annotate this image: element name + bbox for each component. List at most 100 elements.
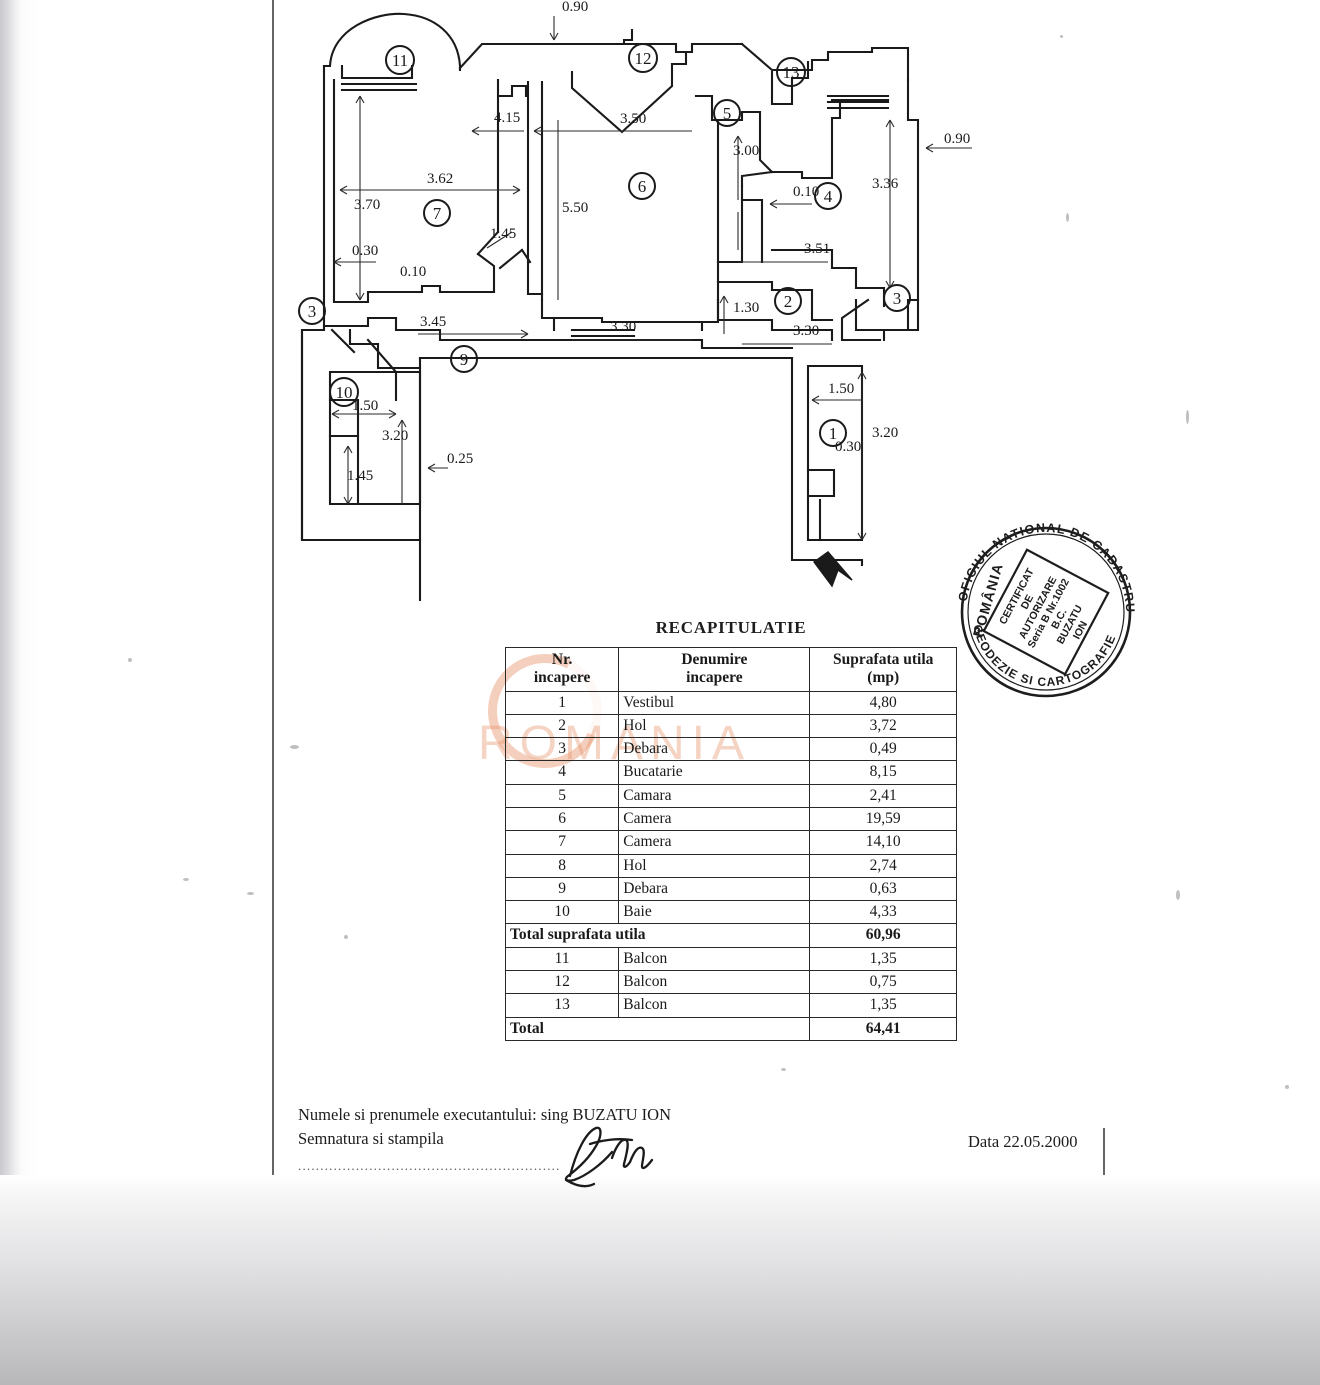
scan-speck [128,658,132,662]
room-marker-label: 5 [723,104,732,123]
dimension-label: 5.50 [562,200,588,216]
room-marker-3: 3 [298,297,326,325]
scan-speck [344,935,348,939]
dimension-label: 0.90 [562,0,588,15]
col-header-name-line1: Denumire [681,651,748,668]
cell-room-area: 4,80 [809,690,957,715]
cell-room-number: 10 [504,900,620,925]
scan-edge-shadow [0,0,22,1385]
dimension-label: 0.30 [835,439,861,455]
cell-room-number: 7 [504,830,620,855]
document-date: Data 22.05.2000 [968,1132,1078,1151]
dimension-label: 3.36 [872,176,899,192]
recapitulatie-title: RECAPITULATIE [655,618,807,637]
dimension-label: 3.62 [427,171,453,187]
header-row: Nr. incapere Denumire incapere Suprafata… [504,647,957,692]
cell-room-area: 2,41 [809,783,957,808]
dimension-label: 3.70 [354,197,380,213]
col-header-area: Suprafata utila (mp) [809,647,957,692]
handwritten-signature [560,1118,690,1190]
room-marker-3: 3 [883,284,911,312]
signature-dotted-line: ........................................… [298,1158,561,1173]
grand-total-value: 64,41 [809,1016,957,1041]
room-marker-label: 9 [460,350,469,369]
scan-speck [1176,890,1180,900]
cell-room-area: 0,49 [809,737,957,762]
room-marker-5: 5 [713,99,741,127]
room-marker-12: 12 [628,43,658,73]
scan-speck [290,745,299,749]
subtotal-label: Total suprafata utila [504,923,811,948]
left-margin-rule [272,0,274,1182]
dimension-label: 3.00 [733,143,759,159]
dimension-label: 0.10 [400,264,426,280]
room-marker-7: 7 [423,199,451,227]
scan-speck [781,1068,786,1071]
dimension-label: 3.30 [793,323,819,339]
dimension-label: 3.20 [382,428,408,444]
cell-room-area: 8,15 [809,760,957,785]
dimension-label: 0.90 [944,131,970,147]
cell-room-name: Balcon [618,946,811,971]
cell-room-area: 1,35 [809,993,957,1018]
room-marker-label: 3 [308,302,317,321]
cell-room-name: Hol [618,853,811,878]
cell-room-name: Balcon [618,969,811,995]
col-header-area-line1: Suprafata utila [833,651,934,668]
cell-room-name: Balcon [618,993,811,1018]
scan-speck [1066,213,1069,222]
cell-room-number: 2 [504,713,620,739]
room-marker-label: 10 [336,383,353,402]
room-marker-label: 12 [635,49,652,68]
cell-room-area: 3,72 [809,713,957,739]
recapitulatie-section: RECAPITULATIE Nr. incapere Denumire inca… [504,618,957,1041]
dimension-label: 0.30 [352,243,378,259]
cell-room-number: 12 [504,969,620,995]
cell-room-number: 8 [504,853,620,878]
col-header-area-line2: (mp) [867,669,900,687]
scan-speck [1285,1085,1289,1089]
grand-total-label: Total [504,1016,811,1041]
subtotal-value: 60,96 [809,923,957,948]
room-marker-label: 2 [784,292,793,311]
room-marker-label: 3 [893,289,902,308]
scan-bottom-shadow [0,1175,1320,1385]
table-header: Nr. incapere Denumire incapere Suprafata… [504,647,957,692]
cell-room-number: 5 [504,783,620,808]
dimension-label: 3.51 [804,241,830,257]
cell-room-number: 4 [504,760,620,785]
dimension-label: 0.25 [447,451,473,467]
cell-room-area: 0,63 [809,876,957,902]
cell-room-number: 3 [504,737,620,762]
room-marker-label: 4 [824,187,833,206]
col-header-nr-line2: incapere [533,669,591,687]
scan-speck [1060,35,1063,38]
cell-room-name: Camera [618,830,811,855]
col-header-name: Denumire incapere [618,647,811,692]
col-header-name-line2: incapere [686,669,743,687]
cell-room-number: 1 [504,690,620,715]
room-marker-11: 11 [385,45,415,75]
cell-room-area: 4,33 [809,900,957,925]
scan-speck [247,892,254,895]
dimension-label: 3.45 [420,314,446,330]
room-marker-label: 7 [433,204,442,223]
cell-room-area: 14,10 [809,830,957,855]
dimension-label: 0.10 [793,184,819,200]
cell-room-name: Baie [618,900,811,925]
cell-room-name: Vestibul [618,690,811,715]
cell-room-name: Camera [618,806,811,832]
right-margin-tick [1103,1128,1105,1180]
dimension-label: 3.30 [610,319,636,335]
dimension-label: 3.50 [620,111,646,127]
executant-line: Numele si prenumele executantului: sing … [298,1105,671,1124]
